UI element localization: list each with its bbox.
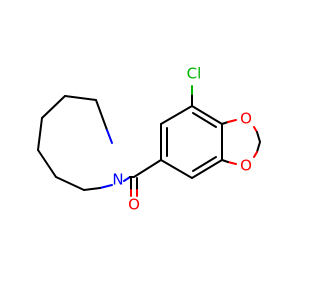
atom-label-oxygen-ring-top: O xyxy=(240,110,252,128)
bond-dioxole-3b xyxy=(253,151,258,158)
bond-dioxole-4b xyxy=(221,159,229,163)
bond-dioxole-3a xyxy=(256,141,261,153)
bond-azepane-6b xyxy=(106,129,113,144)
azepane-ring xyxy=(37,95,113,191)
bond-benzene-3 xyxy=(191,105,223,125)
bond-benzene-2 xyxy=(160,105,193,125)
atom-label-chlorine: Cl xyxy=(187,65,202,83)
bond-azepane-6a xyxy=(95,99,108,131)
bond-dioxole-2b xyxy=(256,131,261,143)
bond-dioxole-1b xyxy=(227,119,237,123)
molecule-structure: N O O O Cl xyxy=(37,65,261,214)
dioxole-ring xyxy=(221,119,261,165)
bond-dioxole-4a xyxy=(227,161,237,165)
bond-azepane-3 xyxy=(37,117,43,151)
amide-bond xyxy=(123,176,135,182)
bond-benzene-inner-3 xyxy=(192,156,217,172)
bond-azepane-7b xyxy=(83,187,101,191)
bond-n-c-blue xyxy=(123,176,131,182)
bond-benzene-6 xyxy=(160,159,193,179)
atom-label-oxygen-ring-bottom: O xyxy=(240,157,252,175)
bond-azepane-5 xyxy=(64,95,97,101)
atom-label-nitrogen: N xyxy=(112,171,123,189)
molecule-canvas: N O O O Cl xyxy=(37,64,261,214)
carbonyl-double-bond xyxy=(130,177,138,197)
bond-azepane-7a xyxy=(99,184,113,189)
bond-azepane-4 xyxy=(41,95,66,119)
bond-benzene-inner-2 xyxy=(192,112,217,128)
atom-label-oxygen-carbonyl: O xyxy=(128,196,140,214)
atom-labels: N O O O Cl xyxy=(112,65,252,214)
benzene-ring xyxy=(160,105,223,179)
bond-dioxole-1a xyxy=(221,121,229,125)
bond-azepane-2 xyxy=(37,149,57,178)
bond-azepane-1 xyxy=(55,176,85,191)
bond-carbonyl-aryl xyxy=(133,159,162,178)
bond-benzene-5 xyxy=(191,159,223,179)
